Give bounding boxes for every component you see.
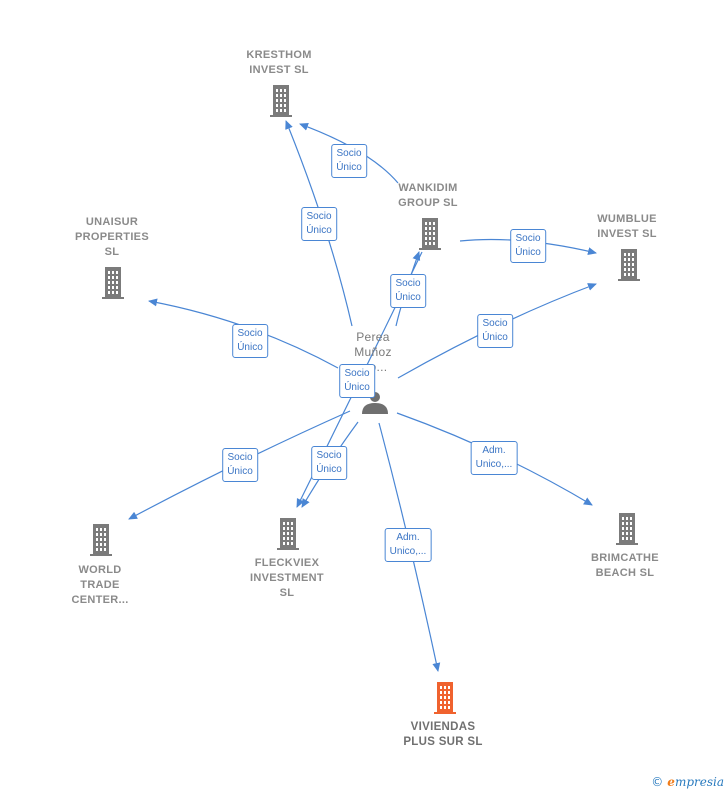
node-label-world-trade[interactable]: WORLD TRADE CENTER... — [71, 563, 128, 608]
node-label-line: WORLD — [78, 564, 122, 576]
node-label-fleckviex[interactable]: FLECKVIEX INVESTMENT SL — [250, 556, 324, 601]
node-label-line: INVEST SL — [597, 228, 657, 240]
edge-label-line: Único — [306, 225, 332, 236]
building-icon-world-trade[interactable] — [90, 524, 112, 556]
edge-label-line: Unico,... — [389, 546, 427, 557]
node-label-kresthom[interactable]: KRESTHOM INVEST SL — [246, 48, 311, 78]
building-icon-unaisur[interactable] — [102, 267, 124, 299]
edge-label-line: Único — [316, 464, 342, 475]
building-icon-kresthom[interactable] — [270, 85, 292, 117]
node-label-line: BEACH SL — [595, 567, 655, 579]
node-label-line: TRADE — [80, 579, 120, 591]
edge-label-line: Único — [336, 162, 362, 173]
node-label-viviendas[interactable]: VIVIENDAS PLUS SUR SL — [403, 720, 482, 750]
edge-label-line: Socio — [227, 452, 253, 463]
node-label-line: UNAISUR — [85, 216, 139, 228]
edge-label-line: Socio — [237, 328, 263, 339]
node-label-line: GROUP SL — [398, 197, 458, 209]
node-label-line: PLUS SUR SL — [403, 736, 483, 748]
edge-label-line: Único — [515, 247, 541, 258]
node-label-unaisur[interactable]: UNAISUR PROPERTIES SL — [75, 215, 149, 260]
node-label-line: BRIMCATHE — [591, 552, 659, 564]
edge-label-line: Socio — [344, 368, 370, 379]
edge-label-line: Unico,... — [475, 459, 513, 470]
edge-label-person-viviendas[interactable]: Adm. Unico,... — [384, 528, 432, 562]
building-icon-brimcathe[interactable] — [616, 513, 638, 545]
building-icon-viviendas[interactable] — [434, 682, 456, 714]
edge-label-line: Único — [227, 466, 253, 477]
building-icon-fleckviex[interactable] — [277, 518, 299, 550]
node-label-line: WANKIDIM — [398, 182, 458, 194]
empresia-credit[interactable]: ©empresia — [651, 775, 724, 789]
edge-label-line: Socio — [395, 278, 421, 289]
edge-label-line: Socio — [306, 211, 332, 222]
node-label-line: Perea — [356, 330, 390, 344]
edge-label-line: Socio — [515, 233, 541, 244]
node-label-line: WUMBLUE — [597, 213, 657, 225]
empresia-logo-initial: e — [667, 775, 675, 789]
node-label-wankidim[interactable]: WANKIDIM GROUP SL — [398, 181, 458, 211]
node-label-line: SL — [104, 246, 120, 258]
edge-label-line: Único — [395, 292, 421, 303]
edge-label-line: Adm. — [396, 532, 420, 543]
edge-label-line: Único — [237, 342, 263, 353]
node-label-line: KRESTHOM — [246, 49, 312, 61]
node-label-line: FLECKVIEX — [254, 557, 320, 569]
node-label-line: SL — [279, 587, 295, 599]
edge-label-line: Socio — [336, 148, 362, 159]
building-icon-wumblue[interactable] — [618, 249, 640, 281]
node-label-line: VIVIENDAS — [410, 721, 476, 733]
edge-label-line: Único — [482, 332, 508, 343]
edge-label-person-brimcathe[interactable]: Adm. Unico,... — [470, 441, 518, 475]
edge-label-line: Único — [344, 382, 370, 393]
edge-label-line: Socio — [482, 318, 508, 329]
node-label-line: INVEST SL — [249, 64, 309, 76]
building-icon-wankidim[interactable] — [419, 218, 441, 250]
node-label-line: Muñoz — [354, 345, 392, 359]
node-label-line: INVESTMENT — [250, 572, 324, 584]
copyright-icon: © — [651, 775, 664, 789]
edge-label-line: Adm. — [482, 445, 506, 456]
edge-label-line: Socio — [316, 450, 342, 461]
node-label-brimcathe[interactable]: BRIMCATHE BEACH SL — [591, 551, 659, 581]
empresia-logo-text: mpresia — [674, 775, 724, 789]
node-label-wumblue[interactable]: WUMBLUE INVEST SL — [597, 212, 657, 242]
node-label-line: CENTER... — [71, 594, 129, 606]
node-label-line: PROPERTIES — [75, 231, 149, 243]
